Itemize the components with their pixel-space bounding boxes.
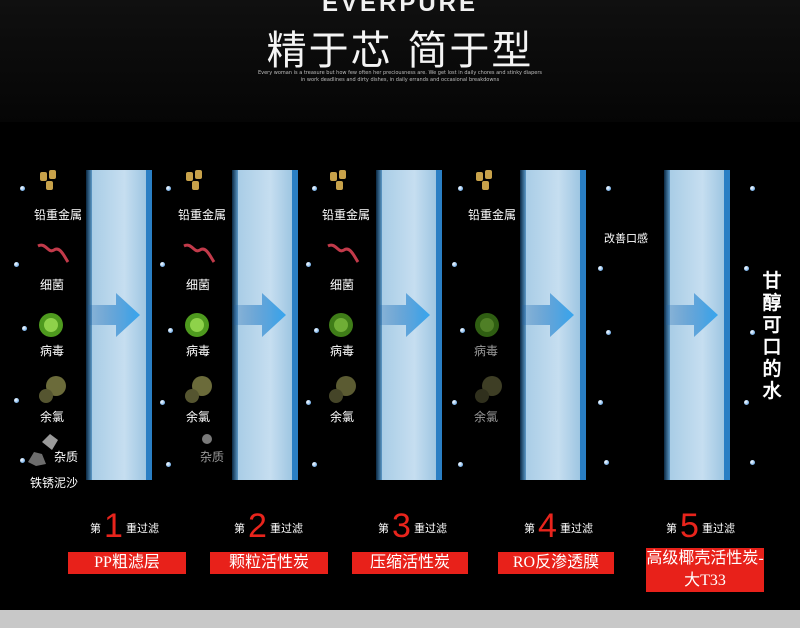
result-label: 甘醇可口的水 [762,270,782,402]
droplet-icon [452,400,457,405]
heavy-metal-icon [476,170,492,190]
droplet-icon [750,186,755,191]
step-label-3: 第 3 重过滤 [378,507,447,545]
subtitle-line-1: Every woman is a treasure but how few of… [257,70,543,76]
droplet-icon [20,186,25,191]
header-banner: EVERPURE 精于芯 简于型 Every woman is a treasu… [0,0,800,122]
droplet-icon [458,462,463,467]
virus-icon [329,313,353,337]
droplet-icon [160,262,165,267]
droplet-icon [606,330,611,335]
bacteria-icon [327,243,360,263]
droplet-icon [750,460,755,465]
heavy-metal-icon [330,170,346,190]
droplet-icon [744,266,749,271]
droplet-icon [14,398,19,403]
chlorine-icon [329,376,356,403]
arrow-icon [666,293,718,337]
impurity-icon [42,434,58,450]
brand-logo: EVERPURE [321,0,479,17]
page-title: 精于芯 简于型 [266,28,534,74]
droplet-icon [306,262,311,267]
droplet-icon [22,326,27,331]
label-bacteria: 细菌 [186,278,211,292]
heavy-metal-icon [186,170,202,190]
droplet-icon [314,328,319,333]
label-virus: 病毒 [474,344,499,358]
droplet-icon [598,400,603,405]
footer-bar [0,610,800,628]
arrow-icon [234,293,286,337]
label-virus: 病毒 [330,344,355,358]
droplet-icon [312,186,317,191]
subtitle-line-2: in work deadlines and dirty dishes, in d… [300,77,500,83]
droplet-icon [744,400,749,405]
droplet-icon [750,330,755,335]
droplet-icon [460,328,465,333]
impurity-icon [202,434,212,444]
virus-icon [39,313,63,337]
step-name-3: 压缩活性炭 [352,552,468,574]
step-label-2: 第 2 重过滤 [234,507,303,545]
label-chlorine: 余氯 [186,410,211,424]
label-chlorine: 余氯 [40,410,65,424]
droplet-icon [14,262,19,267]
step-label-5: 第 5 重过滤 [666,507,735,545]
label-impurity: 杂质 [54,450,79,464]
droplet-icon [458,186,463,191]
chlorine-icon [185,376,212,403]
label-heavy-metal: 铅重金属 [322,208,371,222]
virus-icon [475,313,499,337]
label-virus: 病毒 [186,344,211,358]
droplet-icon [168,328,173,333]
virus-icon [185,313,209,337]
page-subtitle: Every woman is a treasure but how few of… [0,70,800,84]
heavy-metal-icon [40,170,56,190]
step-label-4: 第 4 重过滤 [524,507,593,545]
step-name-5: 高级椰壳活性炭-大T33 [646,548,764,592]
droplet-icon [312,462,317,467]
step-name-4: RO反渗透膜 [498,552,614,574]
droplet-icon [166,462,171,467]
arrow-icon [88,293,140,337]
label-virus: 病毒 [40,344,65,358]
droplet-icon [306,400,311,405]
label-heavy-metal: 铅重金属 [34,208,83,222]
label-heavy-metal: 铅重金属 [468,208,517,222]
rust-icon [28,452,46,466]
droplet-icon [598,266,603,271]
step-label-1: 第 1 重过滤 [90,507,159,545]
droplet-icon [606,186,611,191]
arrow-icon [378,293,430,337]
bacteria-icon [37,243,70,263]
droplet-icon [604,460,609,465]
arrow-icon [522,293,574,337]
droplet-icon [166,186,171,191]
label-heavy-metal: 铅重金属 [178,208,227,222]
label-bacteria: 细菌 [40,278,65,292]
label-rust: 铁锈泥沙 [30,476,79,490]
chlorine-icon [475,376,502,403]
droplet-icon [452,262,457,267]
label-chlorine: 余氯 [474,410,499,424]
label-bacteria: 细菌 [330,278,355,292]
droplet-icon [20,458,25,463]
label-improve-taste: 改善口感 [604,232,648,245]
label-impurity: 杂质 [200,450,225,464]
droplet-icon [160,400,165,405]
label-chlorine: 余氯 [330,410,355,424]
step-name-1: PP粗滤层 [68,552,186,574]
bacteria-icon [183,243,216,263]
step-name-2: 颗粒活性炭 [210,552,328,574]
chlorine-icon [39,376,66,403]
